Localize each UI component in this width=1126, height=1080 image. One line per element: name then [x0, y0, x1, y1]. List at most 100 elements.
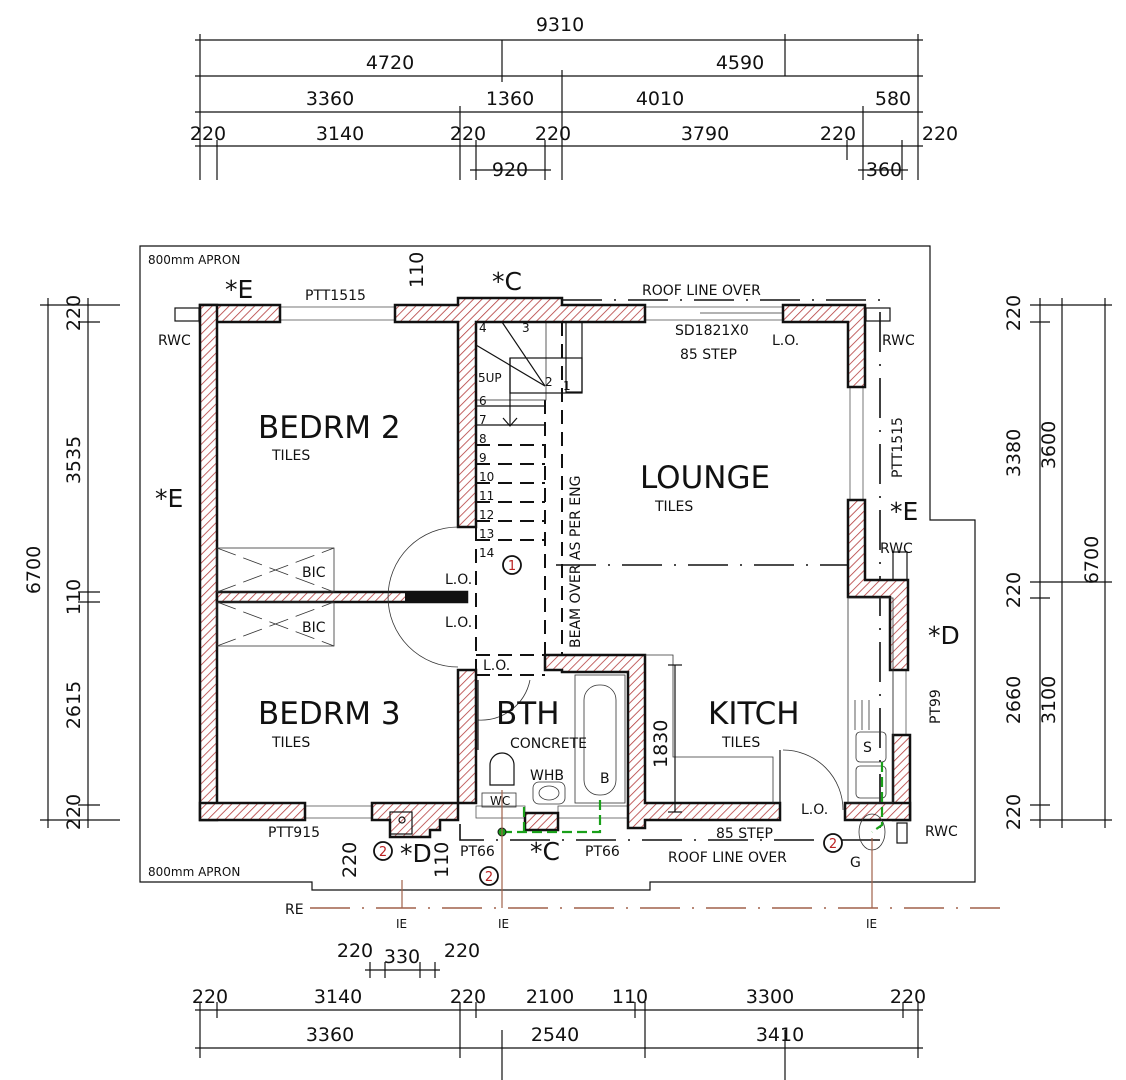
dim-label: 220 [337, 940, 373, 962]
walls [198, 296, 912, 839]
dim-label: 3600 [1038, 421, 1060, 469]
rwc-label: RWC [880, 541, 913, 557]
floor-finish: TILES [271, 448, 310, 464]
stair-number: 4 [479, 321, 487, 335]
stair-number: 6 [479, 394, 487, 408]
staircase: 1 2 3 4 5UP 6 7 8 9 10 11 12 13 14 [475, 321, 583, 560]
dim-label: 220 [922, 123, 958, 145]
floor-finish: TILES [271, 735, 310, 751]
dim-label: 3140 [316, 123, 364, 145]
notes: RWC RWC RWC RWC L.O. L.O. L.O. L.O. L.O.… [158, 252, 958, 878]
dim-label: 220 [535, 123, 571, 145]
stair-number: 14 [479, 546, 494, 560]
step-label: 85 STEP [680, 347, 737, 363]
dim-label: 3100 [1038, 676, 1060, 724]
lo-label: L.O. [772, 333, 799, 349]
window-label: PTT1515 [890, 417, 906, 478]
dim-label: 2540 [531, 1024, 579, 1046]
window-label: PTT1515 [305, 288, 366, 304]
dim-label: 220 [339, 842, 361, 878]
window-label: SD1821X0 [675, 323, 749, 339]
built-in-cupboards: BIC BIC [216, 547, 335, 647]
roof-line-label: ROOF LINE OVER [642, 283, 761, 299]
bic-label: BIC [302, 620, 326, 636]
stair-number: 1 [563, 379, 571, 393]
room-kitchen: KITCH [708, 696, 800, 732]
stair-number: 7 [479, 413, 487, 427]
dim-label: 2615 [63, 681, 85, 729]
roof-line [459, 299, 881, 841]
stair-number: 11 [479, 489, 494, 503]
callout-number: 2 [829, 837, 837, 852]
room-labels: BEDRM 2 TILES LOUNGE TILES BEDRM 3 TILES… [258, 410, 800, 752]
dim-label: 4720 [366, 52, 414, 74]
stair-number: 2 [545, 375, 553, 389]
roof-line-label: ROOF LINE OVER [668, 850, 787, 866]
floor-finish: TILES [654, 499, 693, 515]
dim-label: 330 [384, 946, 420, 968]
bottom-dimensions: 220 330 220 220 3140 220 2100 110 3300 2… [192, 940, 926, 1080]
fixture-bath: B [600, 771, 610, 787]
dim-label: 220 [444, 940, 480, 962]
marker-c: *C [492, 267, 522, 296]
top-dimensions: 9310 4720 4590 3360 1360 4010 580 220 31… [190, 14, 958, 181]
callout-number: 2 [485, 870, 493, 885]
doors [387, 526, 844, 811]
fixture-whb: WHB [530, 768, 564, 784]
re-label: RE [285, 902, 304, 918]
stair-number: 13 [479, 527, 494, 541]
ie-label: IE [866, 917, 877, 931]
dim-label: 3790 [681, 123, 729, 145]
fixture-wc: WC [490, 794, 510, 808]
dim-label: 3360 [306, 1024, 354, 1046]
dim-label: 1360 [486, 88, 534, 110]
dim-label: 110 [63, 579, 85, 615]
lo-label: L.O. [483, 658, 510, 674]
dim-label: 3300 [746, 986, 794, 1008]
marker-c: *C [530, 837, 560, 866]
dim-label: 220 [1003, 572, 1025, 608]
marker-e: *E [155, 484, 183, 513]
dim-label: 3360 [306, 88, 354, 110]
window-label: PT66 [460, 844, 495, 860]
dim-label: 220 [890, 986, 926, 1008]
dim-label: 220 [63, 794, 85, 830]
marker-e: *E [890, 497, 918, 526]
fixture-gully: G [850, 855, 861, 871]
callout-number: 2 [379, 845, 387, 860]
window-label: PTT915 [268, 825, 320, 841]
marker-d: *D [400, 839, 432, 868]
ie-label: IE [498, 917, 509, 931]
window-label: PT99 [928, 689, 944, 724]
dim-label: 4590 [716, 52, 764, 74]
floor-finish: CONCRETE [510, 736, 587, 752]
room-bath: BTH [496, 696, 560, 732]
bic-label: BIC [302, 565, 326, 581]
room-bedrm2: BEDRM 2 [258, 410, 401, 446]
dim-label: 110 [431, 842, 453, 878]
room-bedrm3: BEDRM 3 [258, 696, 401, 732]
fixture-sink: S [863, 740, 872, 756]
dim-label: 360 [866, 159, 902, 181]
dim-overall-height: 6700 [1081, 536, 1103, 584]
callouts: 1 2 2 2 [373, 555, 843, 886]
windows [279, 306, 907, 819]
dim-label: 220 [63, 295, 85, 331]
apron-outline [139, 245, 976, 891]
stair-number: 8 [479, 432, 487, 446]
dim-label: 220 [1003, 295, 1025, 331]
apron-label: 800mm APRON [148, 253, 240, 267]
lo-label: L.O. [801, 802, 828, 818]
dim-label: 220 [450, 123, 486, 145]
step-label: 85 STEP [716, 826, 773, 842]
dim-label: 220 [820, 123, 856, 145]
beam-note: BEAM OVER AS PER ENG [568, 476, 584, 648]
dim-label: 220 [190, 123, 226, 145]
room-lounge: LOUNGE [640, 460, 770, 496]
window-labels: PTT1515 SD1821X0 PTT1515 PTT915 PT66 PT6… [268, 288, 944, 860]
dim-label: 2100 [526, 986, 574, 1008]
marker-e: *E [225, 275, 253, 304]
right-dimensions: 220 3380 220 2660 220 3600 3100 6700 [1003, 295, 1112, 830]
dim-label: 220 [192, 986, 228, 1008]
